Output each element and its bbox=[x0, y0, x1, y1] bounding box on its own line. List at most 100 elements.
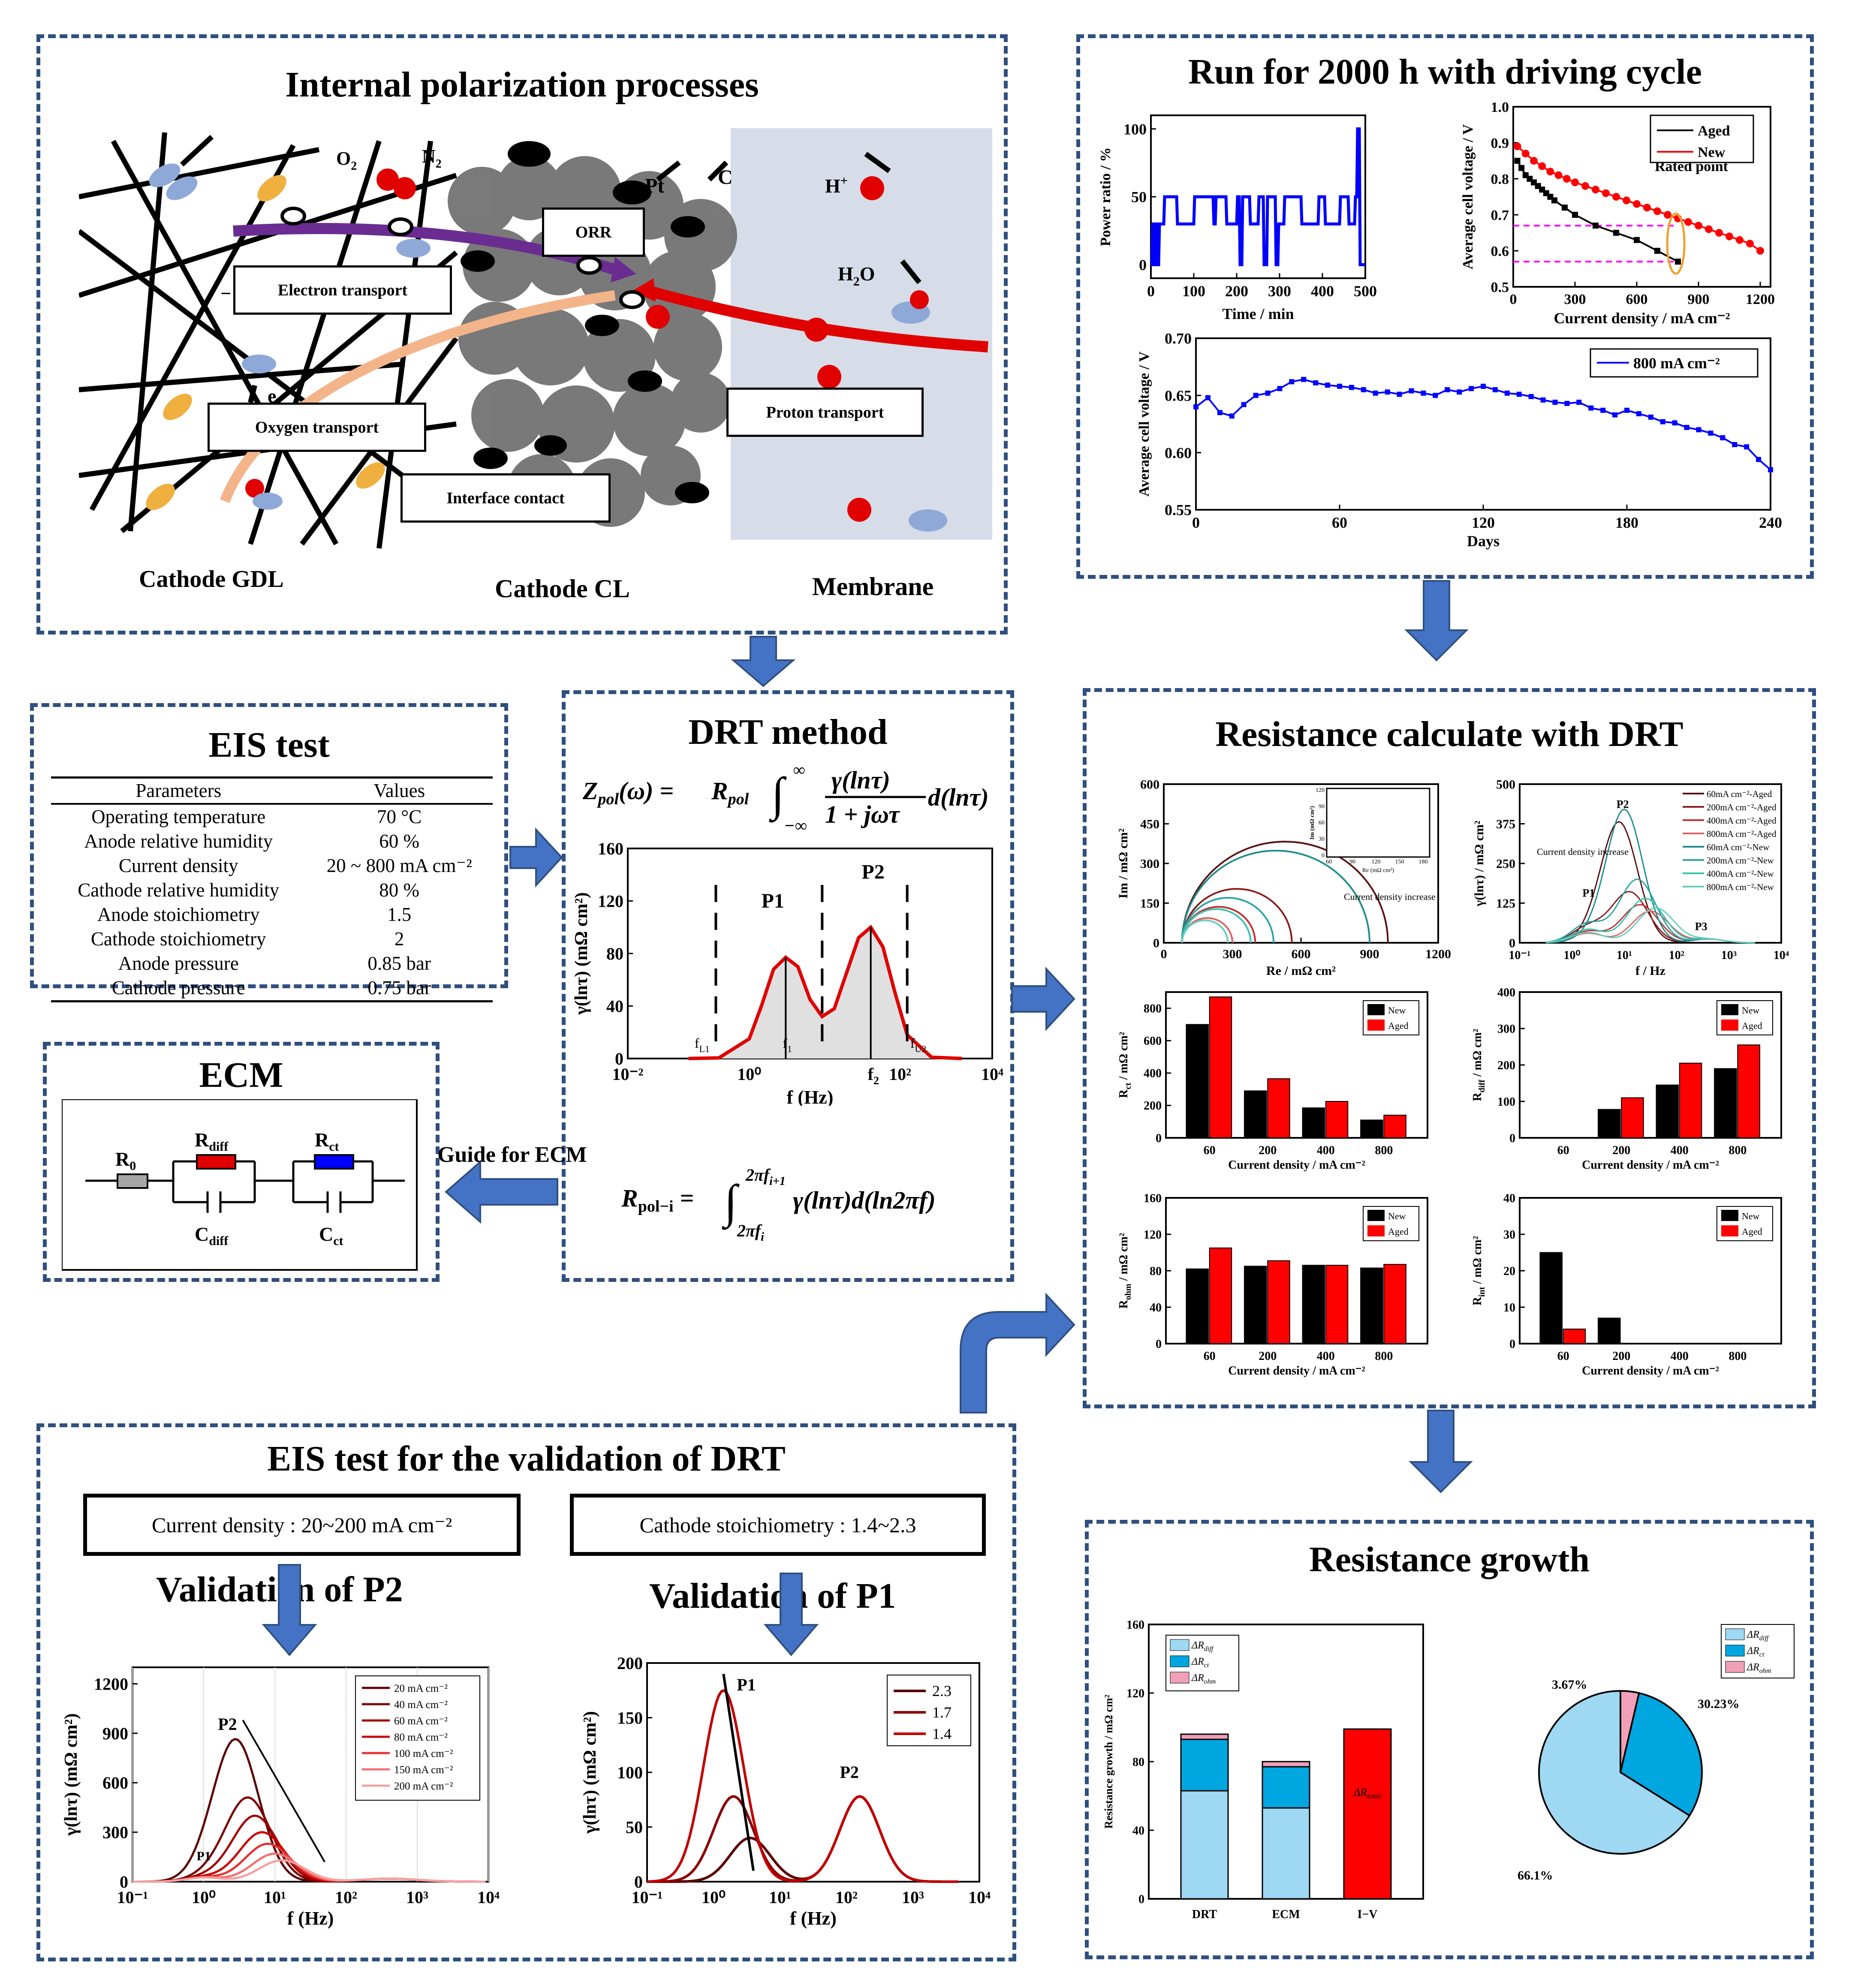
x-tick-label: 10⁴ bbox=[477, 1888, 500, 1907]
svg-text:Cdiff: Cdiff bbox=[195, 1223, 229, 1248]
voltage-point bbox=[1720, 435, 1726, 440]
trend-arrow bbox=[722, 1674, 755, 1871]
legend-swatch bbox=[1721, 1020, 1738, 1031]
x-tick-label: 600 bbox=[1292, 947, 1311, 961]
voltage-point bbox=[1540, 397, 1546, 403]
x-tick-label: 800 bbox=[1375, 1350, 1393, 1363]
y-tick-label: 120 bbox=[598, 892, 623, 911]
voltage-point bbox=[1265, 391, 1271, 396]
inset-x-tick: 180 bbox=[1419, 859, 1428, 865]
y-tick-label: 0 bbox=[1509, 1132, 1515, 1145]
o2-label: O2 bbox=[336, 148, 357, 173]
x-tick-label: 60 bbox=[1204, 1350, 1216, 1363]
nyquist-inset bbox=[1326, 788, 1430, 858]
y-tick-label: 0.70 bbox=[1165, 330, 1192, 347]
y-tick-label: 0 bbox=[1509, 936, 1515, 950]
y-tick-label: 125 bbox=[1496, 896, 1515, 911]
bar-new bbox=[1244, 1266, 1267, 1344]
x-tick-label: 400 bbox=[1317, 1350, 1335, 1363]
iv-point bbox=[1654, 248, 1660, 254]
run-title: Run for 2000 h with driving cycle bbox=[1188, 52, 1702, 92]
nyquist-annotation: Current density increase bbox=[1344, 891, 1436, 902]
x-tick-label: 10⁴ bbox=[981, 1065, 1003, 1084]
iv-point bbox=[1756, 247, 1764, 255]
bar-x-label: Current density / mA cm⁻² bbox=[1582, 1158, 1719, 1172]
voltage-point bbox=[1301, 377, 1307, 382]
bar-x-label: Current density / mA cm⁻² bbox=[1228, 1158, 1365, 1172]
y-tick-label: 30 bbox=[1503, 1228, 1515, 1242]
value-cell: 20 ~ 800 mA cm⁻² bbox=[326, 855, 472, 876]
iv-x-label: Current density / mA cm⁻² bbox=[1554, 310, 1730, 327]
y-tick-label: 40 bbox=[1503, 1192, 1515, 1205]
x-tick-label: 10² bbox=[335, 1888, 357, 1907]
validation-title: EIS test for the validation of DRT bbox=[267, 1439, 786, 1479]
legend-label: 200mA cm⁻²-Aged bbox=[1707, 802, 1777, 812]
legend-label: 150 mA cm⁻² bbox=[394, 1764, 453, 1776]
bar-aged bbox=[1325, 1265, 1349, 1344]
svg-text:2πfi: 2πfi bbox=[737, 1221, 764, 1241]
inset-y-tick: 60 bbox=[1319, 820, 1325, 826]
arrow-down-run bbox=[1404, 580, 1469, 662]
legend-swatch bbox=[1367, 1210, 1385, 1221]
orr-box: ORR bbox=[542, 208, 645, 257]
iv-point bbox=[1634, 237, 1640, 243]
legend-label: 200mA cm⁻²-New bbox=[1707, 855, 1774, 866]
y-tick-label: 200 bbox=[617, 1654, 643, 1673]
legend-label: 40 mA cm⁻² bbox=[394, 1699, 448, 1711]
peak-label-p1: P1 bbox=[1582, 887, 1595, 899]
drt-equation-2: Rpol−i = ∫ 2πfi+1 2πfi γ(lnτ)d(ln2πf) bbox=[621, 1165, 936, 1241]
validation-p1-line bbox=[647, 1689, 958, 1883]
stack-segment bbox=[1262, 1807, 1310, 1900]
y-tick-label: 1200 bbox=[94, 1674, 128, 1693]
x-tick-label: 0 bbox=[1192, 514, 1200, 531]
svg-text:∫: ∫ bbox=[722, 1175, 740, 1230]
bar-new bbox=[1714, 1068, 1737, 1138]
legend-label: ΔRdiff bbox=[1191, 1640, 1214, 1653]
bar-new bbox=[1302, 1265, 1325, 1344]
voltage-point bbox=[1361, 387, 1366, 392]
pt-label: Pt bbox=[645, 174, 664, 197]
bar-aged bbox=[1621, 1097, 1644, 1138]
voltage-point bbox=[1385, 389, 1390, 395]
voltage-point bbox=[1684, 425, 1689, 430]
y-tick-label: 100 bbox=[1497, 1095, 1515, 1109]
svg-text:∞: ∞ bbox=[793, 760, 805, 779]
peak-label-p2: P2 bbox=[218, 1714, 237, 1734]
drt-title: DRT method bbox=[688, 712, 888, 752]
voltage-point bbox=[1612, 412, 1618, 418]
x-tick-label: 800 bbox=[1729, 1350, 1747, 1363]
voltage-point bbox=[1660, 419, 1665, 424]
polarization-panel: Internal polarization processes bbox=[36, 34, 1008, 635]
legend-label: New bbox=[1388, 1005, 1406, 1016]
molecules bbox=[146, 163, 947, 532]
peak-label-p2: P2 bbox=[1617, 798, 1629, 811]
legend-swatch bbox=[1725, 1628, 1745, 1640]
peak-label-p1: P1 bbox=[737, 1675, 756, 1694]
growth-y-label: Resistance growth / mΩ cm² bbox=[1102, 1694, 1115, 1829]
voltage-point bbox=[1253, 393, 1259, 398]
x-tick-label: 10⁻¹ bbox=[117, 1888, 148, 1907]
electron-transport-box: Electron transport bbox=[233, 265, 452, 315]
voltage-point bbox=[1732, 442, 1738, 447]
ecm-title: ECM bbox=[199, 1055, 283, 1095]
voltage-point bbox=[1445, 387, 1450, 392]
legend-label: 800mA cm⁻²-Aged bbox=[1707, 829, 1777, 839]
y-tick-label: 200 bbox=[1144, 1099, 1162, 1113]
y-tick-label: 300 bbox=[102, 1823, 128, 1842]
legend-label: ΔRohm bbox=[1747, 1662, 1771, 1675]
x-tick-label: 900 bbox=[1688, 292, 1710, 307]
x-tick-label: 10² bbox=[889, 1065, 911, 1084]
legend-label: 400mA cm⁻²-New bbox=[1707, 869, 1774, 879]
legend-label: 800mA cm⁻²-New bbox=[1707, 882, 1774, 892]
x-tick-label: 10⁻¹ bbox=[1509, 949, 1530, 962]
param-cell: Anode pressure bbox=[118, 953, 239, 974]
drt-equation-1: Zpol(ω) = Rpol ∫ ∞ −∞ γ(lnτ) 1 + jωτ d(l… bbox=[583, 760, 989, 835]
stack-segment bbox=[1262, 1761, 1310, 1768]
voltage-point bbox=[1409, 388, 1414, 394]
iv-y-label: Average cell voltage / V bbox=[1460, 124, 1476, 269]
y-tick-label: 50 bbox=[1131, 189, 1147, 206]
x-tick-label: 400 bbox=[1317, 1144, 1335, 1157]
peak-label-p2: P2 bbox=[840, 1762, 859, 1782]
legend-label: New bbox=[1742, 1211, 1760, 1221]
